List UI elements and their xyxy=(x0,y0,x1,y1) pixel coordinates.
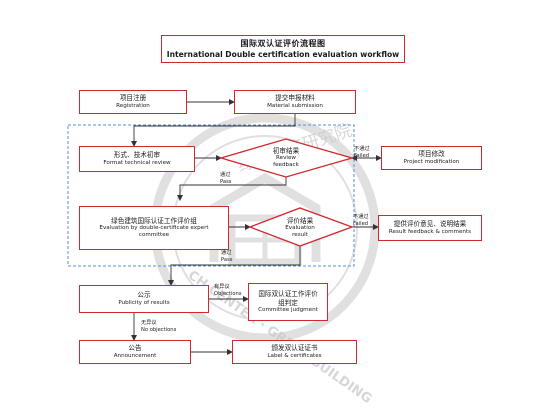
registration-en: Registration xyxy=(116,102,150,109)
project-modification-box: 项目修改 Project modification xyxy=(381,146,482,170)
objections-zh: 有异议 xyxy=(214,284,230,290)
no-objections-en: No objections xyxy=(141,326,177,333)
label-certificates-box: 颁发双认证证书 Label & certificates xyxy=(232,340,357,364)
failed1-en: Failed xyxy=(354,152,370,159)
format-review-zh: 形式、技术初审 xyxy=(113,151,161,160)
edge-label-pass-1: 通过 Pass xyxy=(220,172,231,185)
feedback-comments-box: 提供评价意见、说明结果 Result feedback & comments xyxy=(378,215,482,241)
label-zh: 颁发双认证证书 xyxy=(271,344,318,353)
eval-result-en: Evaluation result xyxy=(285,225,315,239)
announcement-zh: 公告 xyxy=(128,344,142,353)
material-zh: 提交申报材料 xyxy=(275,94,315,103)
project-mod-en: Project modification xyxy=(403,158,460,165)
announcement-en: Announcement xyxy=(113,352,157,359)
pass1-en: Pass xyxy=(220,178,232,185)
workflow-title: 国际双认证评价流程图 International Double certific… xyxy=(161,35,405,63)
feedback-comments-zh: 提供评价意见、说明结果 xyxy=(393,220,467,229)
registration-box: 项目注册 Registration xyxy=(79,90,187,114)
pass2-en: Pass xyxy=(221,256,233,263)
edge-label-failed-1: 不通过 Failed xyxy=(354,146,370,159)
announcement-box: 公告 Announcement xyxy=(79,340,191,364)
failed2-zh: 不通过 xyxy=(353,214,369,220)
edge-label-failed-2: 不通过 Failed xyxy=(353,214,369,227)
feedback-comments-en: Result feedback & comments xyxy=(388,228,472,235)
format-review-box: 形式、技术初审 Format technical review xyxy=(79,146,195,172)
format-review-en: Format technical review xyxy=(103,159,171,166)
review-feedback-zh: 初审结果 xyxy=(272,146,300,155)
evaluation-zh: 绿色建筑国际认证工作评价组 xyxy=(111,216,197,225)
evaluation-box: 绿色建筑国际认证工作评价组 Evaluation by double-certi… xyxy=(79,206,229,250)
label-en: Label & certificates xyxy=(267,352,322,359)
edge-label-objections: 有异议 Objections xyxy=(214,284,242,297)
review-feedback-en: Review feedback xyxy=(273,155,299,169)
edge-label-no-objections: 无异议 No objections xyxy=(141,320,176,333)
title-zh: 国际双认证评价流程图 xyxy=(240,39,326,48)
title-en: International Double certification evalu… xyxy=(166,50,400,59)
registration-zh: 项目注册 xyxy=(119,94,147,103)
review-feedback-node: 初审结果 Review feedback xyxy=(251,145,321,171)
material-en: Material submission xyxy=(267,102,323,109)
eval-result-node: 评价结果 Evaluation result xyxy=(266,214,334,242)
pass1-zh: 通过 xyxy=(220,172,231,178)
pass2-zh: 通过 xyxy=(221,250,232,256)
dashed-frame xyxy=(67,124,355,267)
committee-zh: 国际双认证工作评价组判定 xyxy=(258,290,318,307)
publicity-en: Publicity of results xyxy=(118,299,170,306)
committee-en: Committee judgment xyxy=(258,307,318,313)
eval-result-diamond xyxy=(248,207,354,247)
eval-result-zh: 评价结果 xyxy=(286,216,314,225)
no-objections-zh: 无异议 xyxy=(141,320,157,326)
failed2-en: Failed xyxy=(353,220,369,227)
publicity-zh: 公示 xyxy=(137,291,151,300)
review-feedback-diamond xyxy=(218,138,355,178)
material-submission-box: 提交申报材料 Material submission xyxy=(234,90,356,114)
objections-en: Objections xyxy=(214,290,242,297)
publicity-box: 公示 Publicity of results xyxy=(79,285,209,313)
committee-judgment-box: 国际双认证工作评价组判定 Committee judgment xyxy=(248,283,328,321)
evaluation-en: Evaluation by double-certificate expert … xyxy=(99,225,209,239)
edge-label-pass-2: 通过 Pass xyxy=(221,250,232,263)
failed1-zh: 不通过 xyxy=(354,146,370,152)
project-mod-zh: 项目修改 xyxy=(418,150,445,159)
